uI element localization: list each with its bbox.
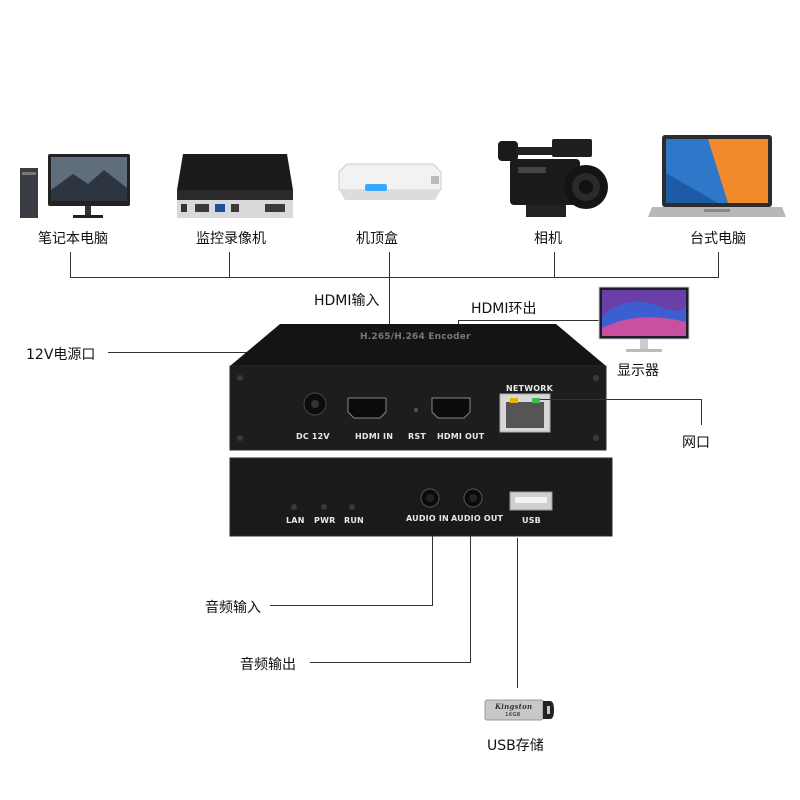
dc-port-label: DC 12V xyxy=(296,432,330,441)
dvr-device-image xyxy=(175,152,295,220)
encoder-lower-unit xyxy=(228,456,614,538)
usb-line-vertical xyxy=(517,538,518,688)
encoder-upper-unit xyxy=(228,322,608,452)
monitor-device-image xyxy=(598,286,690,356)
usb-port-label: USB xyxy=(522,516,541,525)
encoder-top-label: H.265/H.264 Encoder xyxy=(360,332,471,342)
hdmi-out-port-label: HDMI OUT xyxy=(437,432,485,441)
power-callout: 12V电源口 xyxy=(26,347,96,363)
audio-in-callout: 音频输入 xyxy=(205,600,261,616)
usb-storage-device-image xyxy=(484,697,556,723)
usb-brand-label: Kingston xyxy=(495,702,533,711)
monitor-label: 显示器 xyxy=(617,363,659,379)
desktop-device-image xyxy=(648,133,786,221)
audio-out-port-label: AUDIO OUT xyxy=(451,514,504,523)
audio-in-port-label: AUDIO IN xyxy=(406,514,449,523)
hdmi-in-port-label: HDMI IN xyxy=(355,432,394,441)
camera-label: 相机 xyxy=(534,231,562,247)
hdmi-loop-line-horizontal xyxy=(458,320,599,321)
source-drop-dvr xyxy=(229,252,230,278)
source-bracket-horizontal xyxy=(70,277,718,278)
laptop-device-image xyxy=(18,150,133,222)
rst-port-label: RST xyxy=(408,432,426,441)
power-line-horizontal xyxy=(108,352,315,353)
source-drop-desktop xyxy=(718,252,719,278)
network-line-vertical xyxy=(701,399,702,425)
network-callout: 网口 xyxy=(682,435,710,451)
audio-out-callout: 音频输出 xyxy=(240,657,296,673)
dvr-label: 监控录像机 xyxy=(196,231,266,247)
audio-out-line-horizontal xyxy=(310,662,471,663)
usb-storage-label: USB存储 xyxy=(487,738,544,754)
camera-device-image xyxy=(496,135,610,223)
laptop-label: 笔记本电脑 xyxy=(38,231,108,247)
usb-capacity-label: 16GB xyxy=(505,712,521,718)
audio-in-line-vertical xyxy=(432,536,433,606)
audio-out-line-vertical xyxy=(470,536,471,663)
desktop-label: 台式电脑 xyxy=(690,231,746,247)
lan-led-label: LAN xyxy=(286,516,305,525)
settopbox-device-image xyxy=(335,160,445,205)
hdmi-loop-callout: HDMI环出 xyxy=(471,301,537,317)
audio-in-line-horizontal xyxy=(270,605,433,606)
network-port-label: NETWORK xyxy=(506,384,554,393)
source-drop-camera xyxy=(554,252,555,278)
settopbox-label: 机顶盒 xyxy=(356,231,398,247)
pwr-led-label: PWR xyxy=(314,516,336,525)
source-drop-settopbox xyxy=(389,252,390,278)
run-led-label: RUN xyxy=(344,516,364,525)
hdmi-in-callout: HDMI输入 xyxy=(314,293,380,309)
network-line-horizontal xyxy=(540,399,702,400)
source-drop-laptop xyxy=(70,252,71,278)
